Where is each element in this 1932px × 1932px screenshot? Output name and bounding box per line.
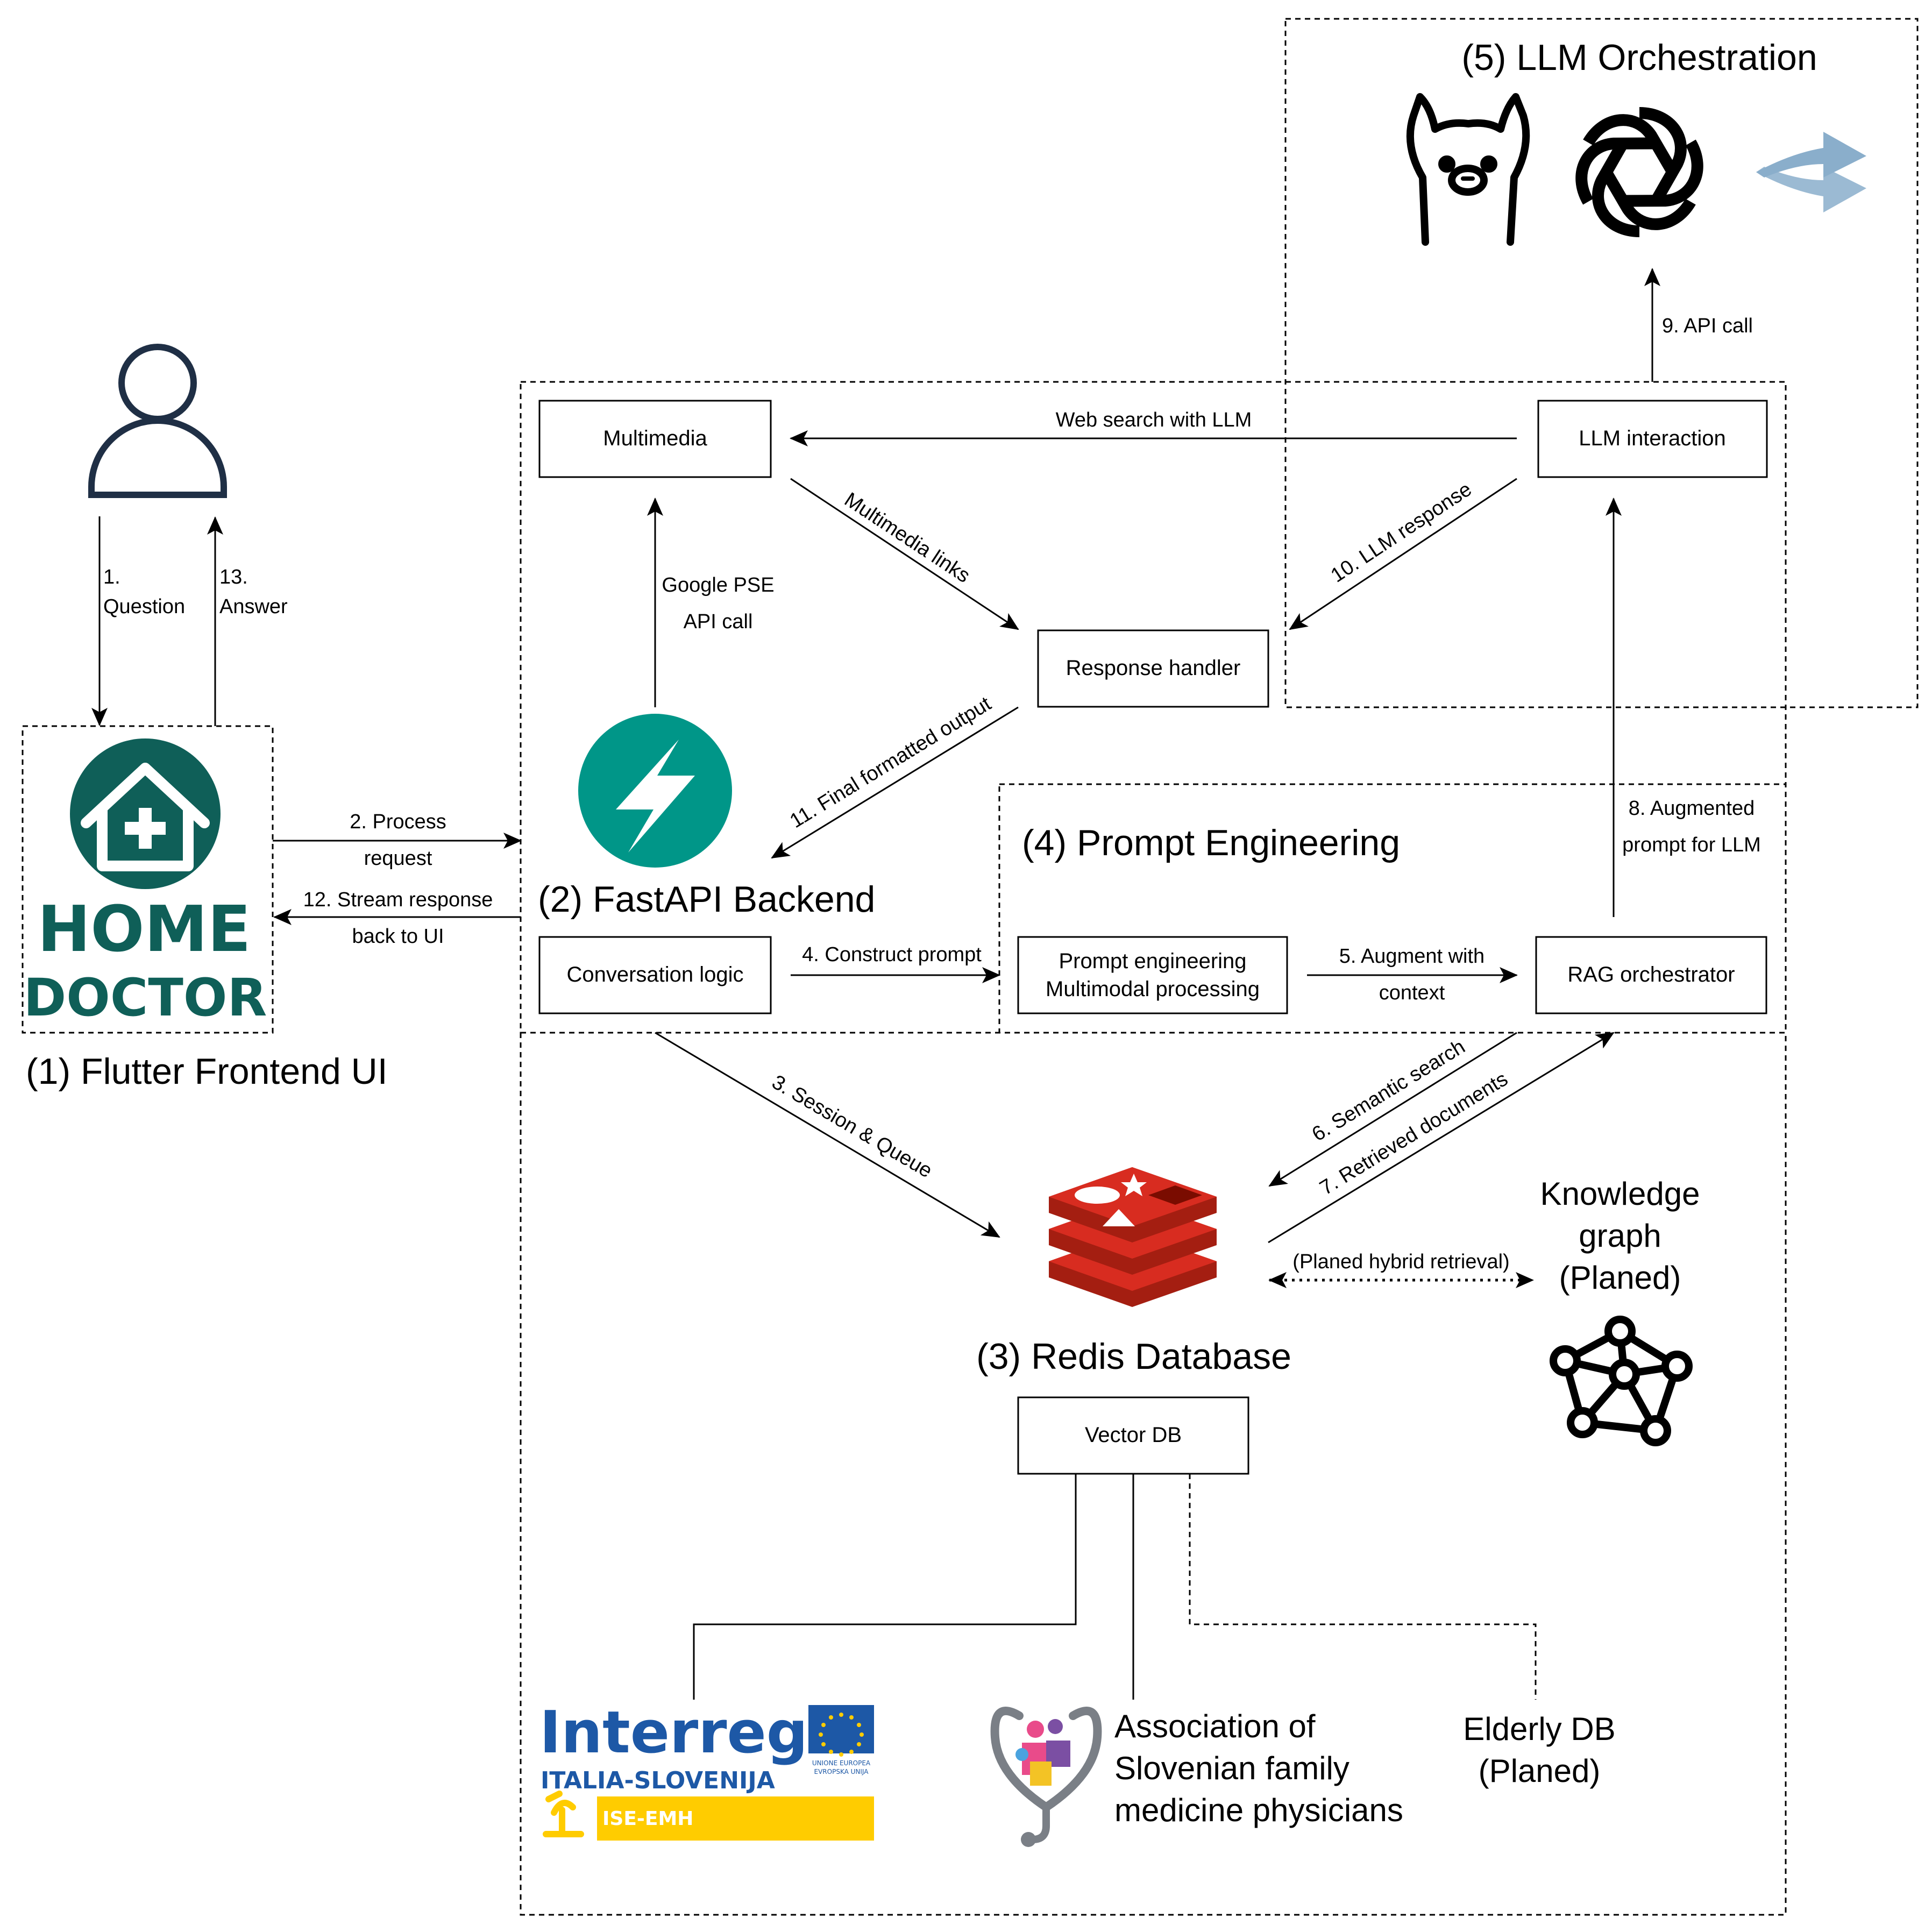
connector-elderly-db xyxy=(1189,1474,1537,1700)
vector-db-box xyxy=(1017,1396,1249,1475)
label-augment-1: 5. Augment with xyxy=(1339,945,1484,968)
label-process-request-1: 2. Process xyxy=(350,811,446,833)
arrow-semantic-search xyxy=(1268,1032,1517,1187)
label-answer: Answer xyxy=(219,595,288,618)
fastapi-logo xyxy=(578,714,732,868)
svg-text:UNIONE EUROPEA: UNIONE EUROPEA xyxy=(812,1759,871,1767)
arrow-final-output xyxy=(771,706,1019,859)
svg-text:HOME: HOME xyxy=(37,892,251,966)
prompt-engineering-title: (4) Prompt Engineering xyxy=(1022,822,1400,863)
label-session-queue: 3. Session & Queue xyxy=(768,1071,936,1183)
association-label-3: medicine physicians xyxy=(1114,1792,1403,1828)
redis-title: (3) Redis Database xyxy=(976,1336,1291,1377)
label-semantic-search: 6. Semantic search xyxy=(1308,1035,1469,1146)
vector-db-label: Vector DB xyxy=(1085,1423,1182,1447)
arrow-multimedia-links xyxy=(790,478,1019,630)
redis-logo xyxy=(1049,1167,1217,1307)
label-llm-response: 10. LLM response xyxy=(1327,478,1476,587)
prompt-engineering-label-2: Multimodal processing xyxy=(1046,977,1260,1001)
label-hybrid-retrieval: (Planed hybrid retrieval) xyxy=(1292,1251,1509,1273)
label-google-pse-1: Google PSE xyxy=(662,574,774,596)
label-process-request-2: request xyxy=(364,847,432,870)
llama-icon xyxy=(1406,93,1530,246)
label-augmented-prompt-2: prompt for LLM xyxy=(1622,834,1761,856)
label-web-search: Web search with LLM xyxy=(1056,409,1252,431)
llm-orchestration-title: (5) LLM Orchestration xyxy=(1461,37,1817,78)
label-api-call: 9. API call xyxy=(1662,315,1753,337)
label-stream-response-2: back to UI xyxy=(352,925,444,948)
label-question: Question xyxy=(103,595,185,618)
svg-text:ITALIA-SLOVENIJA: ITALIA-SLOVENIJA xyxy=(541,1767,775,1794)
llm-interaction-box xyxy=(1537,400,1768,478)
knowledge-graph-label-1: Knowledge xyxy=(1540,1176,1700,1212)
rag-orchestrator-box xyxy=(1535,936,1767,1014)
multimedia-label: Multimedia xyxy=(603,427,707,450)
association-label-1: Association of xyxy=(1114,1708,1316,1744)
response-handler-box xyxy=(1037,629,1269,708)
rag-orchestrator-label: RAG orchestrator xyxy=(1567,963,1735,986)
svg-text:DOCTOR: DOCTOR xyxy=(24,968,267,1028)
frontend-title: (1) Flutter Frontend UI xyxy=(26,1051,388,1092)
arrow-session-queue xyxy=(655,1032,1000,1238)
llm-interaction-label: LLM interaction xyxy=(1579,427,1725,450)
family-physicians-logo xyxy=(990,1707,1102,1847)
knowledge-graph-label-2: graph xyxy=(1579,1218,1661,1254)
svg-text:ISE-EMH: ISE-EMH xyxy=(602,1808,693,1830)
redis-region xyxy=(520,1032,1787,1916)
frontend-region xyxy=(22,725,274,1034)
langchain-arrows-icon xyxy=(1756,132,1866,212)
label-google-pse-2: API call xyxy=(684,610,753,633)
backend-title: (2) FastAPI Backend xyxy=(538,879,875,920)
label-construct-prompt: 4. Construct prompt xyxy=(802,943,982,966)
openai-icon xyxy=(1575,107,1703,237)
label-answer-num: 13. xyxy=(219,566,248,588)
svg-text:EVROPSKA UNIJA: EVROPSKA UNIJA xyxy=(814,1768,869,1775)
response-handler-label: Response handler xyxy=(1066,656,1241,680)
label-augmented-prompt-1: 8. Augmented xyxy=(1629,797,1755,820)
prompt-engineering-label-1: Prompt engineering xyxy=(1059,949,1246,973)
label-question-num: 1. xyxy=(103,566,120,588)
elderly-db-label-2: (Planed) xyxy=(1479,1753,1601,1789)
association-label-2: Slovenian family xyxy=(1114,1750,1349,1786)
multimedia-box xyxy=(538,400,772,478)
prompt-engineering-box xyxy=(1017,936,1288,1014)
label-final-output: 11. Final formatted output xyxy=(786,692,995,833)
knowledge-graph-label-3: (Planed) xyxy=(1559,1260,1681,1296)
arrow-llm-response xyxy=(1289,478,1517,630)
interreg-logo: Interreg ITALIA-SLOVENIJA UNIONE EUROPEA… xyxy=(539,1699,874,1841)
llm-orchestration-region xyxy=(1284,18,1919,708)
connector-interreg xyxy=(693,1474,1077,1700)
label-multimedia-links: Multimedia links xyxy=(840,488,974,587)
arrow-retrieved-documents xyxy=(1268,1032,1615,1244)
knowledge-graph-icon xyxy=(1550,1316,1693,1446)
home-doctor-logo: HOME DOCTOR xyxy=(24,738,267,1028)
label-stream-response-1: 12. Stream response xyxy=(303,889,493,911)
conversation-logic-label: Conversation logic xyxy=(566,963,743,986)
conversation-logic-box xyxy=(538,936,772,1014)
svg-text:Interreg: Interreg xyxy=(539,1699,808,1766)
elderly-db-label-1: Elderly DB xyxy=(1463,1711,1615,1747)
label-augment-2: context xyxy=(1379,982,1445,1004)
user-icon xyxy=(88,344,227,498)
